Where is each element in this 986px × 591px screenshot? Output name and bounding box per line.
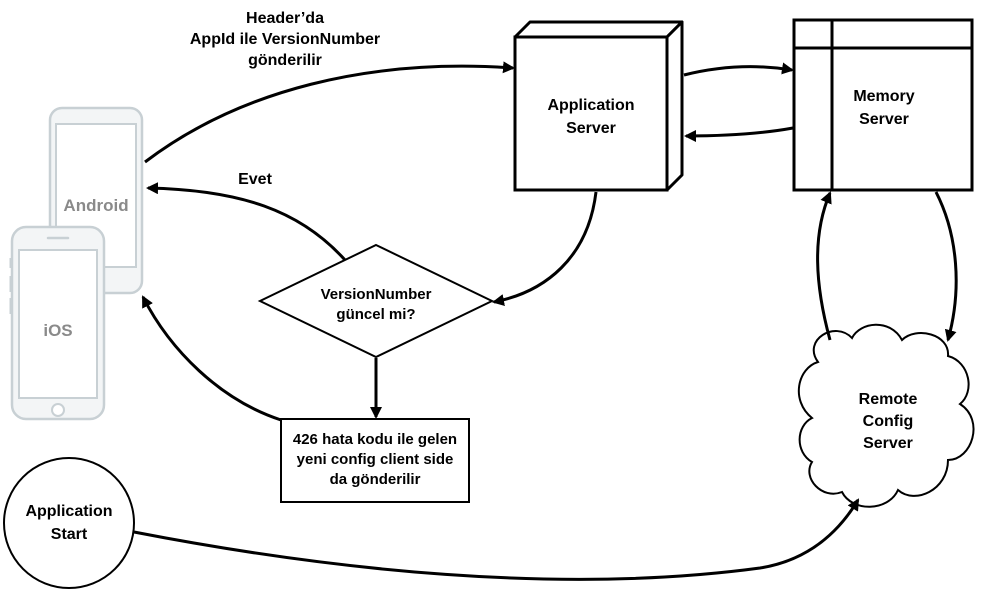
application-server-box (513, 20, 684, 192)
memory-server-box (792, 18, 974, 192)
arrow-remote-config-to-memory (816, 191, 832, 341)
arrow-error-box-to-ios (141, 295, 282, 422)
decision-label: VersionNumber güncel mi? (320, 286, 432, 323)
application-start-circle (3, 457, 135, 589)
error-box-label: 426 hata kodu ile gelen yeni config clie… (292, 431, 458, 488)
app-start-label: Application Start (25, 503, 113, 543)
remote-config-cloud (797, 323, 975, 508)
memory-server-label: Memory Server (853, 88, 915, 128)
arrow-app-start-to-remote-config (133, 498, 860, 581)
application-server-label: Application Server (547, 97, 635, 137)
evet-label: Evet (238, 171, 272, 188)
version-decision-diamond (257, 243, 495, 359)
android-label: Android (63, 196, 129, 215)
arrow-decision-yes-to-android (146, 182, 347, 262)
ios-label: iOS (43, 321, 73, 340)
ios-phone-icon (9, 225, 106, 421)
arrow-appserver-to-memory (683, 62, 794, 77)
arrow-memory-to-remote-config (934, 191, 958, 342)
remote-config-label: Remote Config Server (858, 391, 918, 452)
error-response-box (280, 418, 470, 503)
arrow-memory-to-appserver (684, 126, 794, 142)
arrow-android-to-appserver (144, 61, 515, 164)
arrow-appserver-to-decision (492, 191, 598, 306)
header-note-label: Header’da AppId ile VersionNumber gönder… (189, 10, 381, 69)
